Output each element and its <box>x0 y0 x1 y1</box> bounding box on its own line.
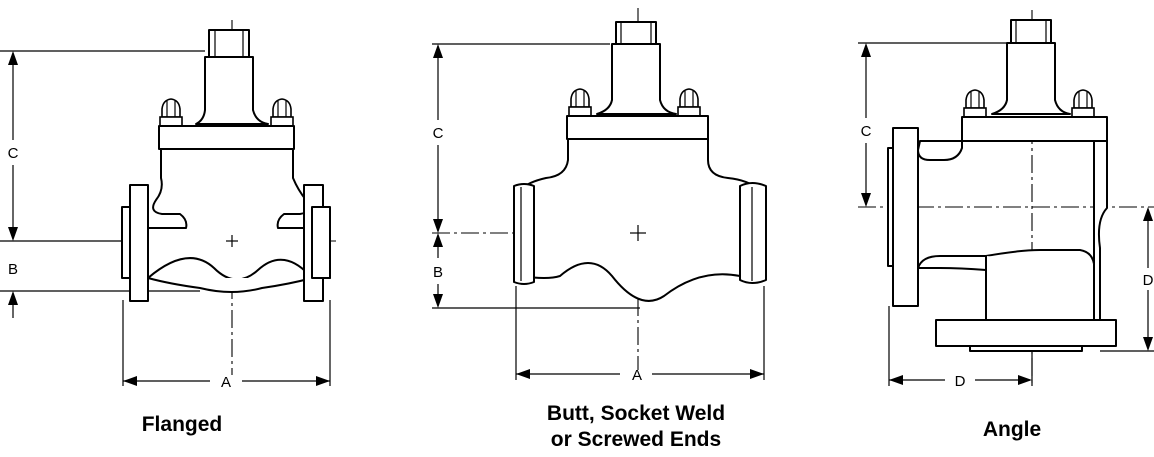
left-flange-plate <box>129 184 149 302</box>
arrow-down-icon <box>1143 337 1153 351</box>
bolt-icon <box>963 89 987 118</box>
stem-top <box>615 21 657 45</box>
butt-weld-view: C B A Butt, Socket Weld or Screwed Ends <box>432 8 767 451</box>
arrow-up-icon <box>433 44 443 58</box>
caption-angle: Angle <box>983 418 1041 441</box>
bonnet-neck <box>991 42 1071 115</box>
dim-c-label: C <box>433 125 444 142</box>
arrow-right-icon <box>316 376 330 386</box>
arrow-right-icon <box>750 369 764 379</box>
arrow-up-icon <box>8 51 18 65</box>
dim-a-label: A <box>632 367 642 384</box>
bonnet-neck <box>195 56 269 125</box>
bolt-icon <box>1071 89 1095 118</box>
arrow-up-icon <box>8 291 18 305</box>
dim-b-label: B <box>8 261 18 278</box>
caption-butt-weld-line2: or Screwed Ends <box>551 428 721 451</box>
bottom-flange-face <box>969 345 1083 352</box>
arrow-down-icon <box>8 227 18 241</box>
bonnet-neck <box>596 43 677 115</box>
arrow-down-icon <box>861 193 871 207</box>
bonnet-flange <box>961 116 1108 142</box>
bonnet-flange <box>158 125 295 150</box>
bonnet-flange <box>566 115 709 140</box>
arrow-up-icon <box>433 233 443 247</box>
bolt-icon <box>159 98 183 127</box>
arrow-left-icon <box>123 376 137 386</box>
angle-view: C D D Angle <box>858 10 1154 441</box>
bottom-flange-plate <box>935 319 1117 347</box>
bolt-icon <box>568 88 592 117</box>
arrow-up-icon <box>861 43 871 57</box>
flanged-view: C B A Flanged <box>0 20 340 436</box>
dim-c-label: C <box>8 145 19 162</box>
dim-b-label: B <box>433 264 443 281</box>
arrow-down-icon <box>433 294 443 308</box>
arrow-down-icon <box>433 219 443 233</box>
dim-d-vertical-label: D <box>1143 272 1154 289</box>
dim-c-label: C <box>861 123 872 140</box>
caption-butt-weld-line1: Butt, Socket Weld <box>547 402 725 425</box>
lower-neck <box>985 256 1095 321</box>
arrow-right-icon <box>1018 375 1032 385</box>
bolt-icon <box>677 88 701 117</box>
left-weld-end <box>513 183 535 285</box>
side-inlet-neck <box>917 140 963 161</box>
valve-body <box>131 148 331 281</box>
dim-a-label: A <box>221 374 231 391</box>
body-bottom <box>147 277 313 293</box>
right-end-flange <box>311 206 331 279</box>
valve-body <box>519 138 761 302</box>
stem-top <box>1010 19 1052 44</box>
arrow-left-icon <box>516 369 530 379</box>
arrow-up-icon <box>1143 207 1153 221</box>
right-weld-end <box>739 182 767 284</box>
caption-flanged: Flanged <box>142 413 223 436</box>
side-flange-plate <box>892 127 919 307</box>
arrow-left-icon <box>889 375 903 385</box>
bolt-icon <box>270 98 294 127</box>
dim-d-horizontal-label: D <box>955 373 966 390</box>
